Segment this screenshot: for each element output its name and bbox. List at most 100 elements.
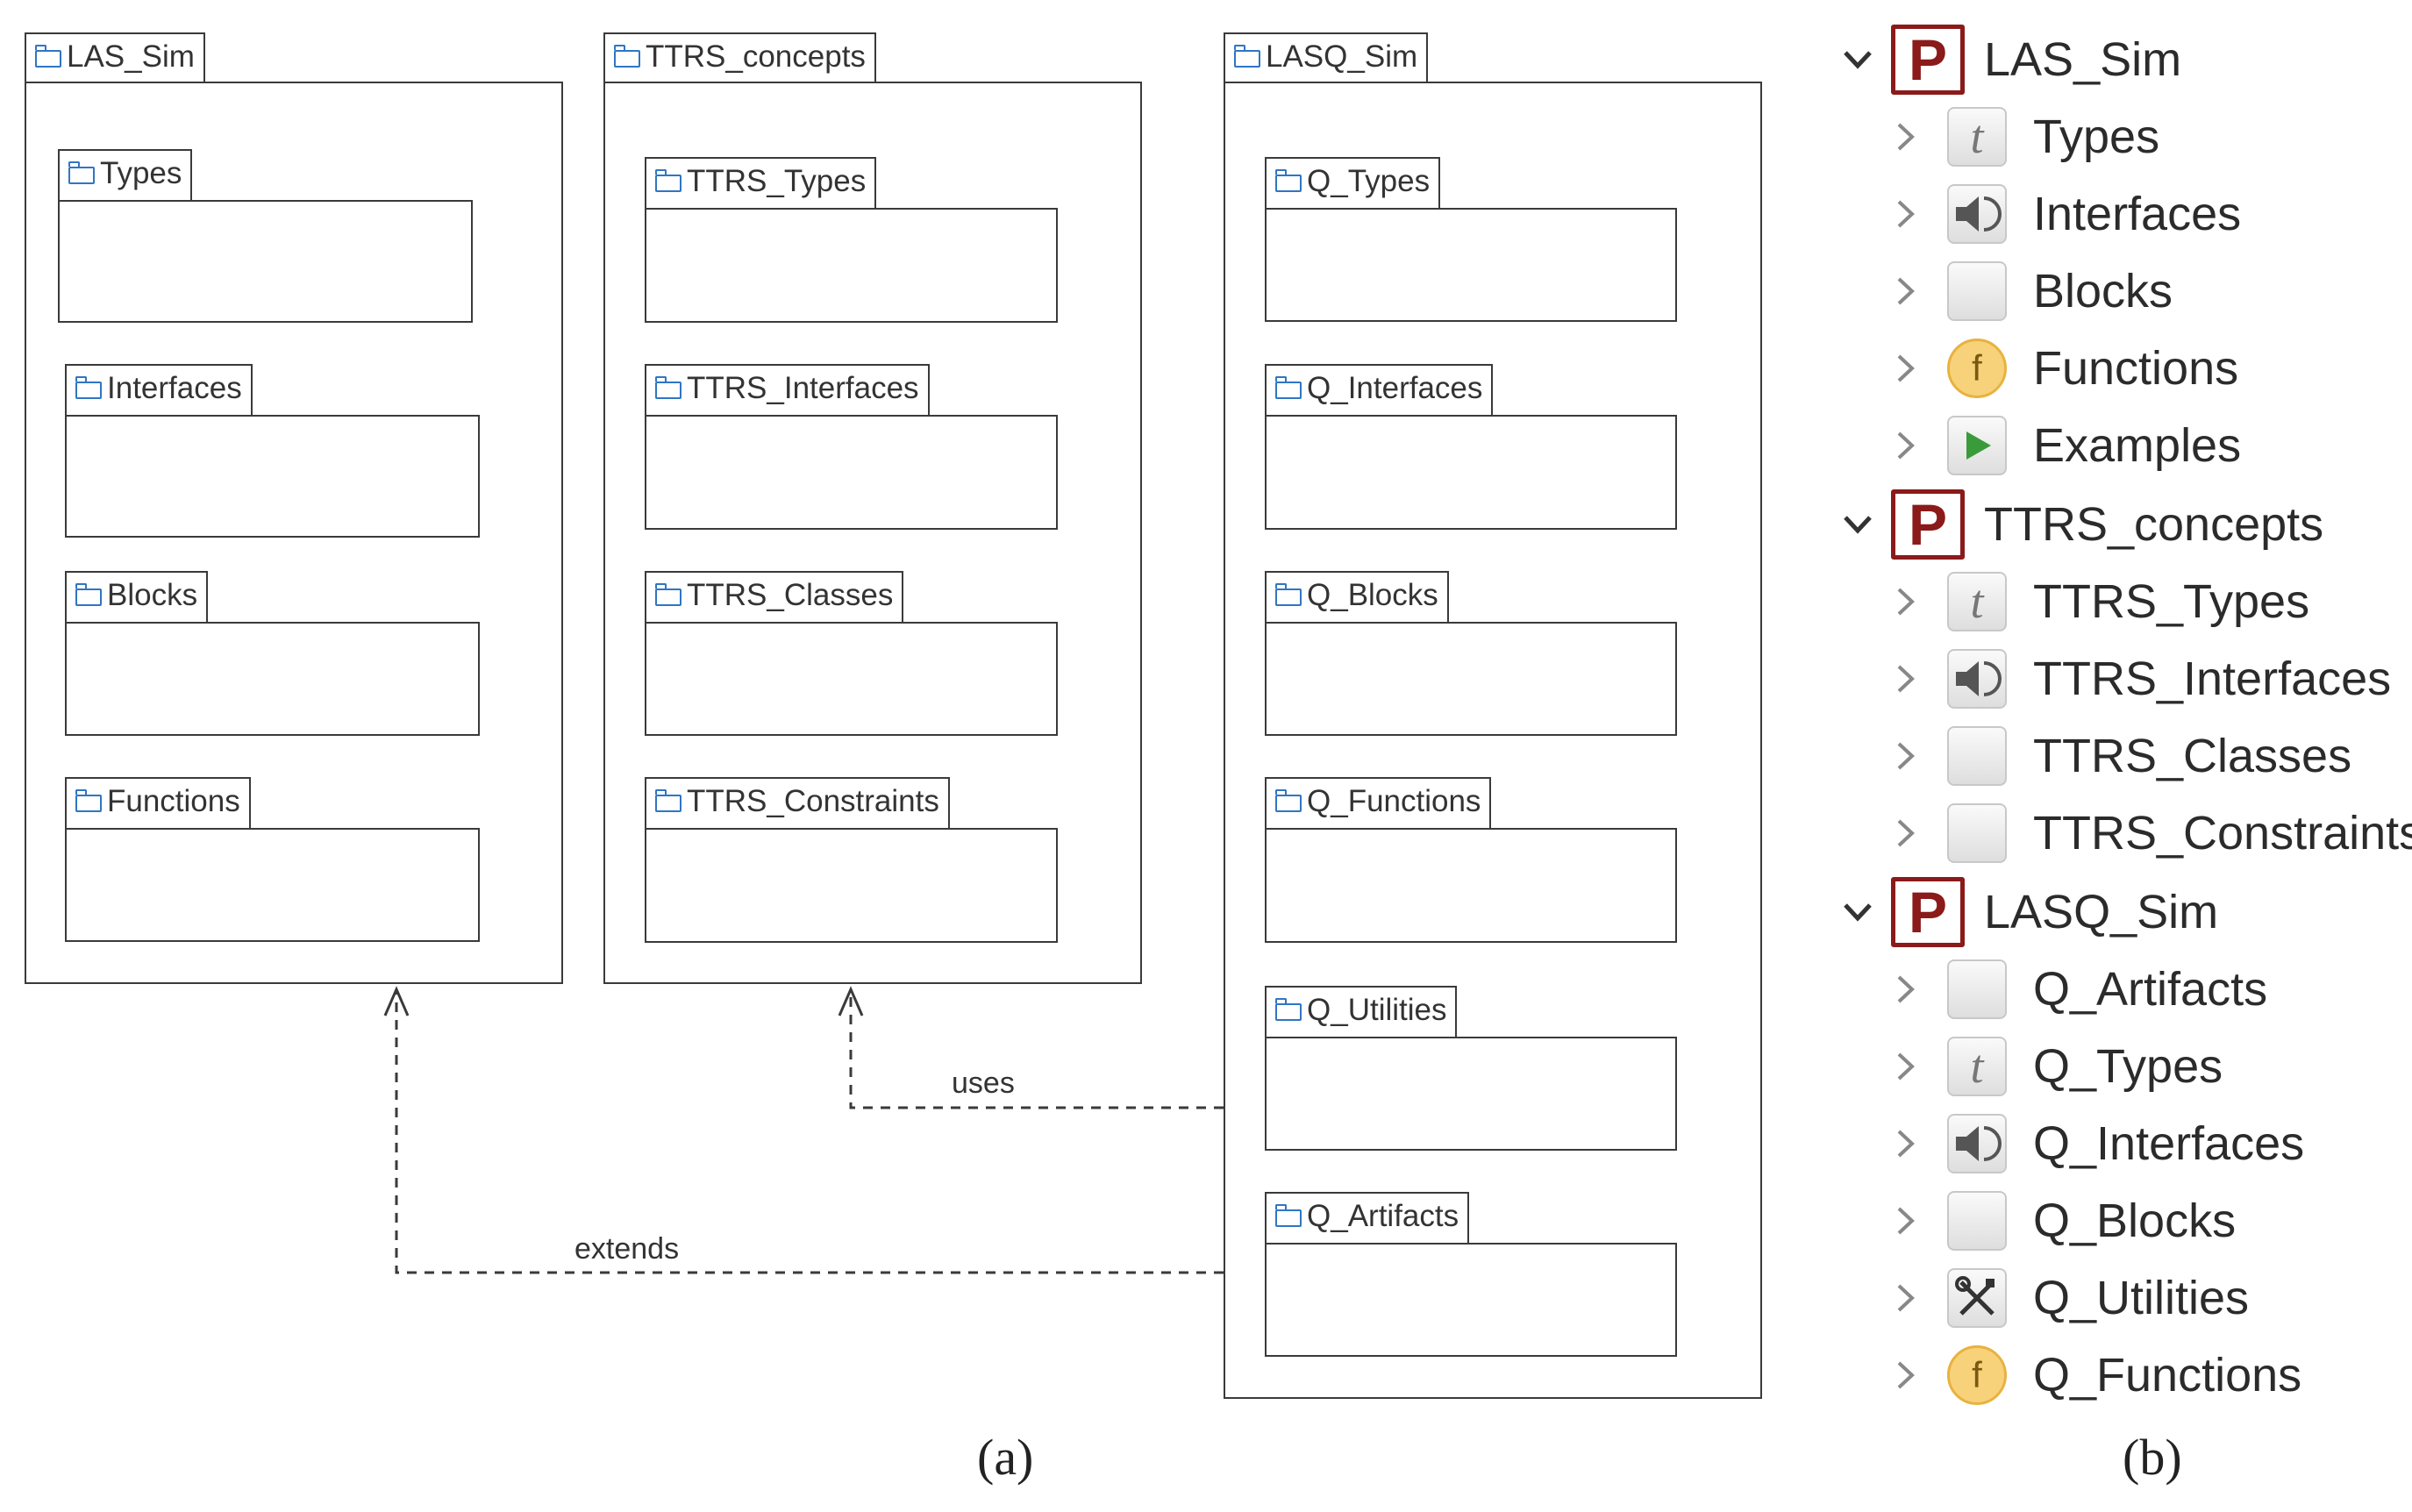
subpackage-tab: Q_Blocks (1265, 571, 1449, 624)
chevron-right-icon[interactable] (1887, 584, 1923, 619)
folder-icon (75, 376, 102, 399)
tree-item[interactable]: TTRS_Constraints (1887, 798, 2412, 868)
package-name: TTRS_concepts (646, 39, 866, 74)
chevron-right-icon[interactable] (1887, 428, 1923, 463)
chevron-right-icon[interactable] (1887, 1280, 1923, 1316)
chevron-down-icon[interactable] (1840, 507, 1875, 542)
uses-dependency-line (849, 991, 1224, 1109)
chevron-right-icon[interactable] (1887, 1126, 1923, 1161)
chevron-right-icon[interactable] (1887, 1049, 1923, 1084)
tree-item[interactable]: Interfaces (1887, 179, 2241, 249)
chevron-right-icon[interactable] (1887, 972, 1923, 1007)
tree-item[interactable]: f Functions (1887, 333, 2238, 403)
tree-item[interactable]: t Q_Types (1887, 1031, 2223, 1102)
type-icon: t (1947, 1037, 2007, 1096)
tree-item[interactable]: TTRS_Classes (1887, 721, 2351, 791)
tree-group-label: TTRS_concepts (1984, 498, 2324, 551)
function-icon: f (1947, 1345, 2007, 1405)
tree-item[interactable]: Q_Artifacts (1887, 954, 2267, 1024)
folder-icon (68, 161, 95, 184)
type-icon: t (1947, 107, 2007, 167)
chevron-right-icon[interactable] (1887, 196, 1923, 232)
chevron-right-icon[interactable] (1887, 351, 1923, 386)
folder-icon (654, 583, 681, 606)
tree-item[interactable]: f Q_Functions (1887, 1340, 2301, 1410)
subpackage-box (58, 200, 473, 323)
subpackage-tab: TTRS_Types (645, 157, 877, 210)
package-name: LAS_Sim (67, 39, 195, 74)
block-icon (1947, 803, 2007, 863)
subpackage-box (1265, 622, 1677, 736)
tree-item[interactable]: TTRS_Interfaces (1887, 644, 2391, 714)
chevron-down-icon[interactable] (1840, 895, 1875, 930)
interface-icon (1947, 184, 2007, 244)
folder-icon (75, 583, 102, 606)
interface-icon (1947, 649, 2007, 709)
package-tab: TTRS_concepts (603, 32, 876, 82)
play-icon (1947, 416, 2007, 475)
subpackage-tab: Q_Utilities (1265, 986, 1458, 1038)
tree-item[interactable]: Examples (1887, 410, 2241, 481)
block-icon (1947, 959, 2007, 1019)
subpackage-tab: Blocks (65, 571, 209, 624)
tree-item[interactable]: Q_Utilities (1887, 1263, 2249, 1333)
chevron-right-icon[interactable] (1887, 816, 1923, 851)
folder-icon (1274, 169, 1302, 192)
subpackage-tab: Interfaces (65, 364, 253, 417)
subpackage-tab: Types (58, 149, 193, 202)
package-icon: P (1891, 489, 1965, 560)
chevron-right-icon[interactable] (1887, 738, 1923, 774)
uses-label: uses (952, 1066, 1015, 1100)
package-tab: LAS_Sim (25, 32, 205, 82)
chevron-right-icon[interactable] (1887, 119, 1923, 154)
caption-b: (b) (2123, 1429, 2182, 1486)
chevron-right-icon[interactable] (1887, 661, 1923, 696)
tree-item[interactable]: t TTRS_Types (1887, 567, 2309, 637)
block-icon (1947, 1191, 2007, 1251)
tree-group-las-sim[interactable]: P LAS_Sim (1840, 25, 2181, 95)
package-name: LASQ_Sim (1266, 39, 1418, 74)
folder-icon (613, 45, 640, 68)
chevron-right-icon[interactable] (1887, 1203, 1923, 1238)
package-tab: LASQ_Sim (1224, 32, 1429, 82)
tree-group-lasq-sim[interactable]: P LASQ_Sim (1840, 877, 2218, 947)
folder-icon (1274, 1204, 1302, 1227)
subpackage-tab: Q_Artifacts (1265, 1192, 1470, 1245)
tree-group-ttrs-concepts[interactable]: P TTRS_concepts (1840, 489, 2323, 560)
subpackage-box (1265, 828, 1677, 943)
folder-icon (1274, 376, 1302, 399)
folder-icon (1274, 998, 1302, 1021)
chevron-right-icon[interactable] (1887, 1358, 1923, 1393)
extends-dependency-line (395, 991, 1224, 1274)
tree-item[interactable]: Q_Interfaces (1887, 1109, 2304, 1179)
tree-item[interactable]: Q_Blocks (1887, 1186, 2236, 1256)
chevron-down-icon[interactable] (1840, 42, 1875, 77)
extends-label: extends (574, 1232, 680, 1266)
subpackage-tab: Q_Interfaces (1265, 364, 1494, 417)
subpackage-box (65, 622, 480, 736)
subpackage-box (645, 828, 1058, 943)
subpackage-box (1265, 1243, 1677, 1357)
caption-a: (a) (977, 1429, 1034, 1486)
subpackage-box (65, 415, 480, 538)
subpackage-tab: Functions (65, 777, 251, 830)
folder-icon (1274, 789, 1302, 812)
folder-icon (75, 789, 102, 812)
subpackage-box (645, 208, 1058, 323)
folder-icon (654, 376, 681, 399)
tree-item[interactable]: t Types (1887, 102, 2159, 172)
folder-icon (1233, 45, 1260, 68)
tree-group-label: LASQ_Sim (1984, 886, 2219, 938)
subpackage-tab: TTRS_Classes (645, 571, 904, 624)
folder-icon (1274, 583, 1302, 606)
package-icon: P (1891, 877, 1965, 947)
tree-item[interactable]: Blocks (1887, 256, 2173, 326)
extends-arrowhead (383, 986, 410, 1016)
block-icon (1947, 261, 2007, 321)
chevron-right-icon[interactable] (1887, 274, 1923, 309)
subpackage-box (65, 828, 480, 942)
folder-icon (654, 169, 681, 192)
subpackage-tab: TTRS_Interfaces (645, 364, 930, 417)
package-icon: P (1891, 25, 1965, 95)
function-icon: f (1947, 339, 2007, 398)
